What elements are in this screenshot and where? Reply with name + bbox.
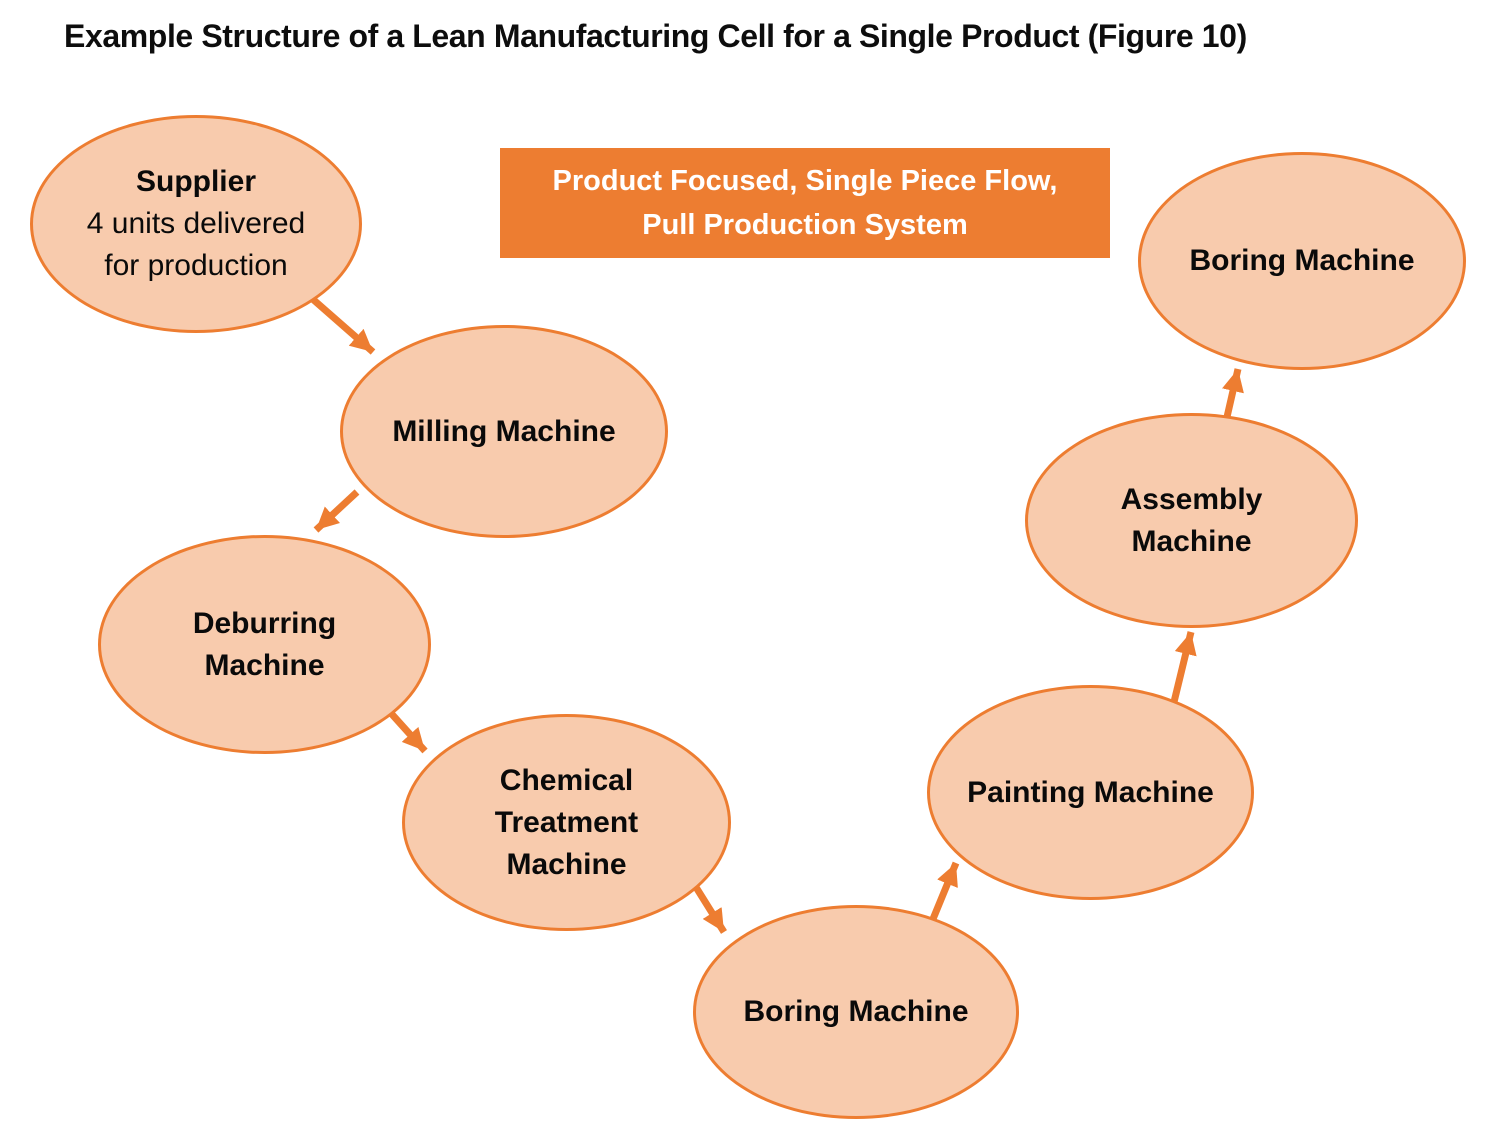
arrow-boring-machine-to-painting-machine [929,861,960,921]
process-type-banner: Product Focused, Single Piece Flow, Pull… [500,148,1110,258]
node-deburring-machine: Deburring Machine [98,535,431,754]
node-boring-machine-bottom: Boring Machine [693,905,1019,1119]
node-chemical-treatment-machine: Chemical Treatment Machine [402,714,731,931]
node-assembly-machine: Assembly Machine [1025,413,1358,628]
node-milling-machine-label: Milling Machine [392,414,616,448]
arrow-supplier-to-milling-machine [305,292,376,355]
node-deburring-machine-label: Deburring Machine [192,606,337,682]
node-milling-machine: Milling Machine [340,325,668,538]
node-assembly-machine-label: Assembly Machine [1120,482,1263,558]
arrow-painting-machine-to-assembly-machine [1170,631,1197,703]
node-chemical-treatment-machine-label: Chemical Treatment Machine [494,763,639,881]
node-boring-machine-top-right-label: Boring Machine [1189,244,1415,277]
node-boring-machine-bottom-label: Boring Machine [743,995,969,1028]
node-supplier: Supplier 4 units delivered for productio… [30,115,362,333]
node-boring-machine-top-right: Boring Machine [1138,152,1466,370]
arrow-milling-machine-to-deburring-machine [313,489,360,533]
node-painting-machine: Painting Machine [927,685,1254,900]
page-title: Example Structure of a Lean Manufacturin… [64,18,1247,54]
node-painting-machine-label: Painting Machine [967,775,1214,809]
arrow-deburring-machine-to-chemical-treatment-machine [386,708,428,754]
node-supplier-label: Supplier [135,165,256,198]
arrow-assembly-machine-to-boring-machine [1222,368,1244,418]
node-supplier-sublabel: 4 units delivered for production [86,207,306,282]
